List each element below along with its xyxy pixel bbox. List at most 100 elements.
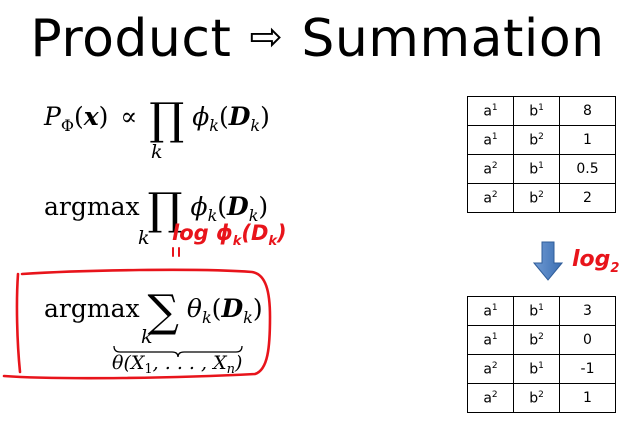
eq2-factor-sub: k — [207, 206, 218, 225]
cell-a-sup: 1 — [491, 131, 498, 142]
cell-a-sup: 2 — [491, 189, 498, 200]
cell-a-sup: 1 — [491, 302, 498, 313]
annotation-log2-sub: 2 — [610, 261, 620, 276]
cell-b: b1 — [513, 154, 560, 184]
down-arrow-icon — [533, 241, 563, 281]
cell-b-text: b — [529, 332, 539, 349]
cell-b-sup: 1 — [538, 160, 544, 171]
cell-a-sup: 2 — [491, 389, 498, 400]
cell-b-sup: 2 — [538, 389, 544, 400]
eq1-x: x — [83, 102, 99, 131]
underbrace-text: θ(X — [112, 352, 145, 374]
cell-a-text: a — [483, 103, 492, 120]
cell-b-text: b — [529, 303, 539, 320]
eq2-factor-arg: D — [227, 192, 249, 221]
cell-b-sup: 1 — [538, 302, 544, 313]
cell-a: a2 — [467, 354, 514, 384]
cell-b-text: b — [529, 161, 539, 178]
cell-value: 0 — [559, 325, 616, 355]
cell-value: 2 — [559, 183, 616, 213]
right-arrow-icon: ⇨ — [249, 14, 284, 60]
eq1-rel: ∝ — [120, 102, 138, 131]
underbrace-subn: n — [226, 362, 235, 377]
cell-value-text: 1 — [583, 132, 592, 148]
cell-b-sup: 1 — [538, 102, 544, 113]
underbrace — [113, 345, 243, 358]
highlight-box — [2, 268, 272, 380]
cell-b: b1 — [513, 96, 560, 126]
cell-a-sup: 2 — [491, 360, 498, 371]
cell-a: a2 — [467, 183, 514, 213]
cell-value: 1 — [559, 125, 616, 155]
underbrace-mid: , . . . , X — [152, 352, 227, 374]
eq3-factor: θ — [186, 294, 202, 323]
cell-value: 0.5 — [559, 154, 616, 184]
cell-a: a1 — [467, 125, 514, 155]
cell-a-sup: 1 — [491, 102, 498, 113]
cell-a-text: a — [483, 332, 492, 349]
annotation-log2: log2 — [572, 247, 619, 276]
title-left: Product — [30, 9, 232, 69]
cell-b-sup: 2 — [538, 189, 544, 200]
cell-a-sup: 2 — [491, 160, 498, 171]
cell-value-text: 8 — [583, 103, 592, 119]
cell-b-text: b — [529, 361, 539, 378]
cell-value: 3 — [559, 296, 616, 326]
cell-value-text: 2 — [583, 190, 592, 206]
eq2-op-sub: k — [138, 227, 150, 249]
underbrace-close: ) — [234, 352, 243, 374]
eq1-lhs: P — [44, 102, 61, 131]
cell-value-text: -1 — [580, 361, 595, 377]
cell-b-text: b — [529, 103, 539, 120]
equation-proportional: PΦ(x) ∝ ∏ ϕk(Dk) — [44, 94, 270, 145]
eq1-factor-arg-sub: k — [250, 116, 261, 135]
cell-value-text: 1 — [583, 390, 592, 406]
eq2-product-op: ∏ — [147, 184, 183, 235]
cell-value: -1 — [559, 354, 616, 384]
eq1-lhs-sub: Φ — [60, 116, 74, 135]
cell-a: a1 — [467, 296, 514, 326]
annotation-log-phi-text: log ϕ — [172, 221, 233, 245]
underbrace-sub1: 1 — [144, 362, 153, 377]
cell-a-text: a — [483, 161, 492, 178]
eq3-factor-sub: k — [201, 308, 212, 327]
eq3-sum-op: ∑ — [147, 286, 179, 337]
cell-b: b1 — [513, 296, 560, 326]
cell-a: a1 — [467, 325, 514, 355]
cell-a: a2 — [467, 383, 514, 413]
cell-b: b2 — [513, 183, 560, 213]
cell-b: b1 — [513, 354, 560, 384]
cell-b: b2 — [513, 125, 560, 155]
underbrace-label: θ(X1, . . . , Xn) — [112, 352, 242, 377]
eq3-factor-arg: D — [221, 294, 244, 323]
cell-b: b2 — [513, 383, 560, 413]
cell-value: 8 — [559, 96, 616, 126]
annotation-log-phi-arg: (D — [241, 221, 269, 245]
cell-value-text: 3 — [583, 303, 592, 319]
equation-argmax-sum: argmax ∑ θk(Dk) — [44, 286, 263, 337]
annotation-log-phi-close: ) — [277, 221, 287, 245]
eq1-factor-arg: D — [228, 102, 251, 131]
cell-a: a2 — [467, 154, 514, 184]
cell-a-text: a — [483, 390, 492, 407]
eq1-factor: ϕ — [192, 102, 210, 131]
eq3-factor-arg-sub: k — [243, 308, 253, 327]
cell-b: b2 — [513, 325, 560, 355]
cell-a-text: a — [483, 361, 492, 378]
eq1-product-op: ∏ — [149, 94, 185, 145]
cell-a-text: a — [483, 132, 492, 149]
cell-b-text: b — [529, 132, 539, 149]
cell-a-sup: 1 — [491, 331, 498, 342]
annotation-equals-mark — [172, 247, 180, 257]
cell-a: a1 — [467, 96, 514, 126]
